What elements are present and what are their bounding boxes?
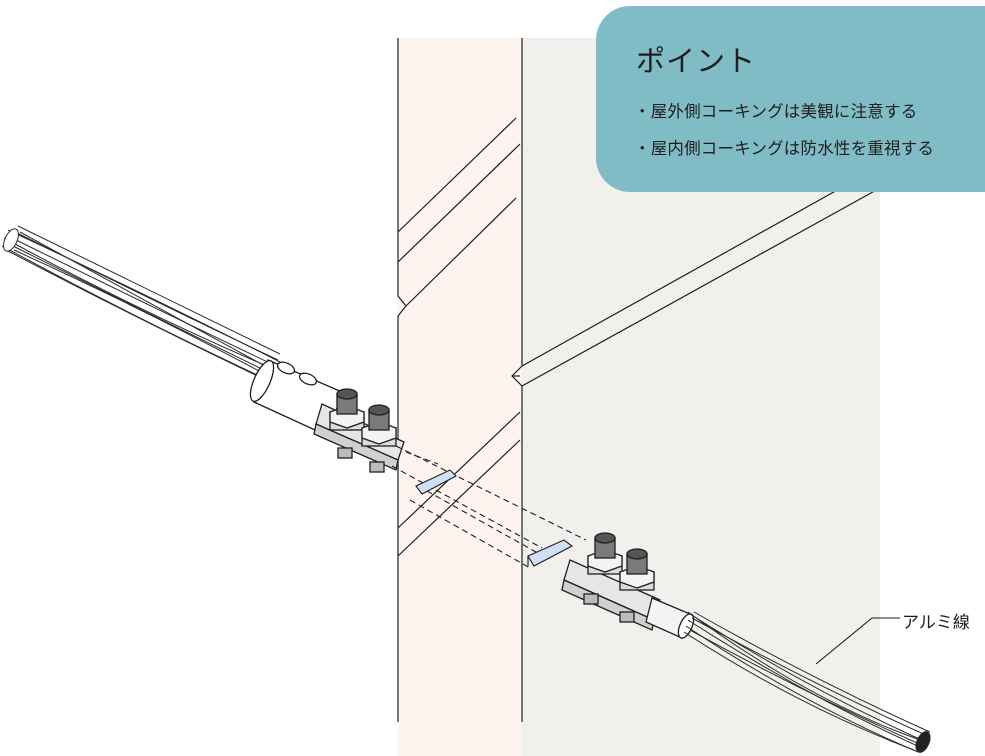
- point-box: ポイント ・屋外側コーキングは美観に注意する ・屋内側コーキングは防水性を重視す…: [596, 6, 985, 192]
- right-cable: [683, 611, 931, 753]
- wall-lines: [397, 38, 881, 722]
- cable-leader-line: [815, 617, 900, 665]
- point-item-indoor: ・屋内側コーキングは防水性を重視する: [634, 139, 935, 158]
- outer-wall: [398, 38, 522, 756]
- hidden-path: [391, 445, 587, 569]
- left-cable: [1, 225, 281, 383]
- cable-label: アルミ線: [902, 613, 970, 633]
- right-connector: [561, 532, 695, 639]
- sleeve-pieces: [415, 469, 574, 567]
- point-title: ポイント: [636, 44, 757, 78]
- left-connector: [249, 359, 405, 473]
- point-item-outdoor: ・屋外側コーキングは美観に注意する: [634, 102, 918, 121]
